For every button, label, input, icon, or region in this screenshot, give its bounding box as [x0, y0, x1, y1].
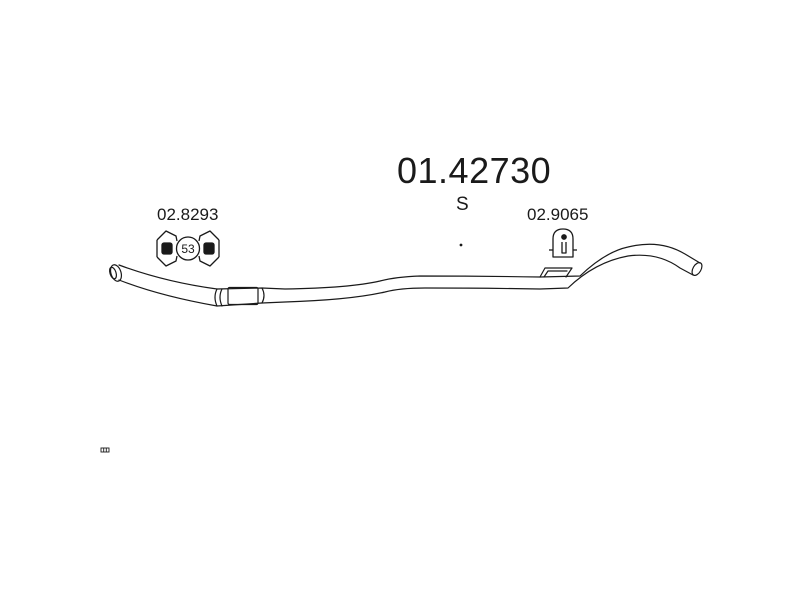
hanger-part-number: 02.9065	[527, 205, 589, 224]
exhaust-clamp-icon: 53	[156, 230, 220, 267]
rubber-hanger-icon	[549, 228, 577, 258]
exhaust-pipe-icon	[108, 243, 703, 307]
main-part-suffix: S	[456, 194, 469, 215]
clamp-diameter-label: 53	[181, 242, 195, 256]
small-box-mark-icon	[100, 447, 110, 453]
clamp-part-number: 02.8293	[157, 205, 219, 224]
main-part-number: 01.42730	[397, 150, 552, 191]
reference-dot	[459, 243, 463, 247]
